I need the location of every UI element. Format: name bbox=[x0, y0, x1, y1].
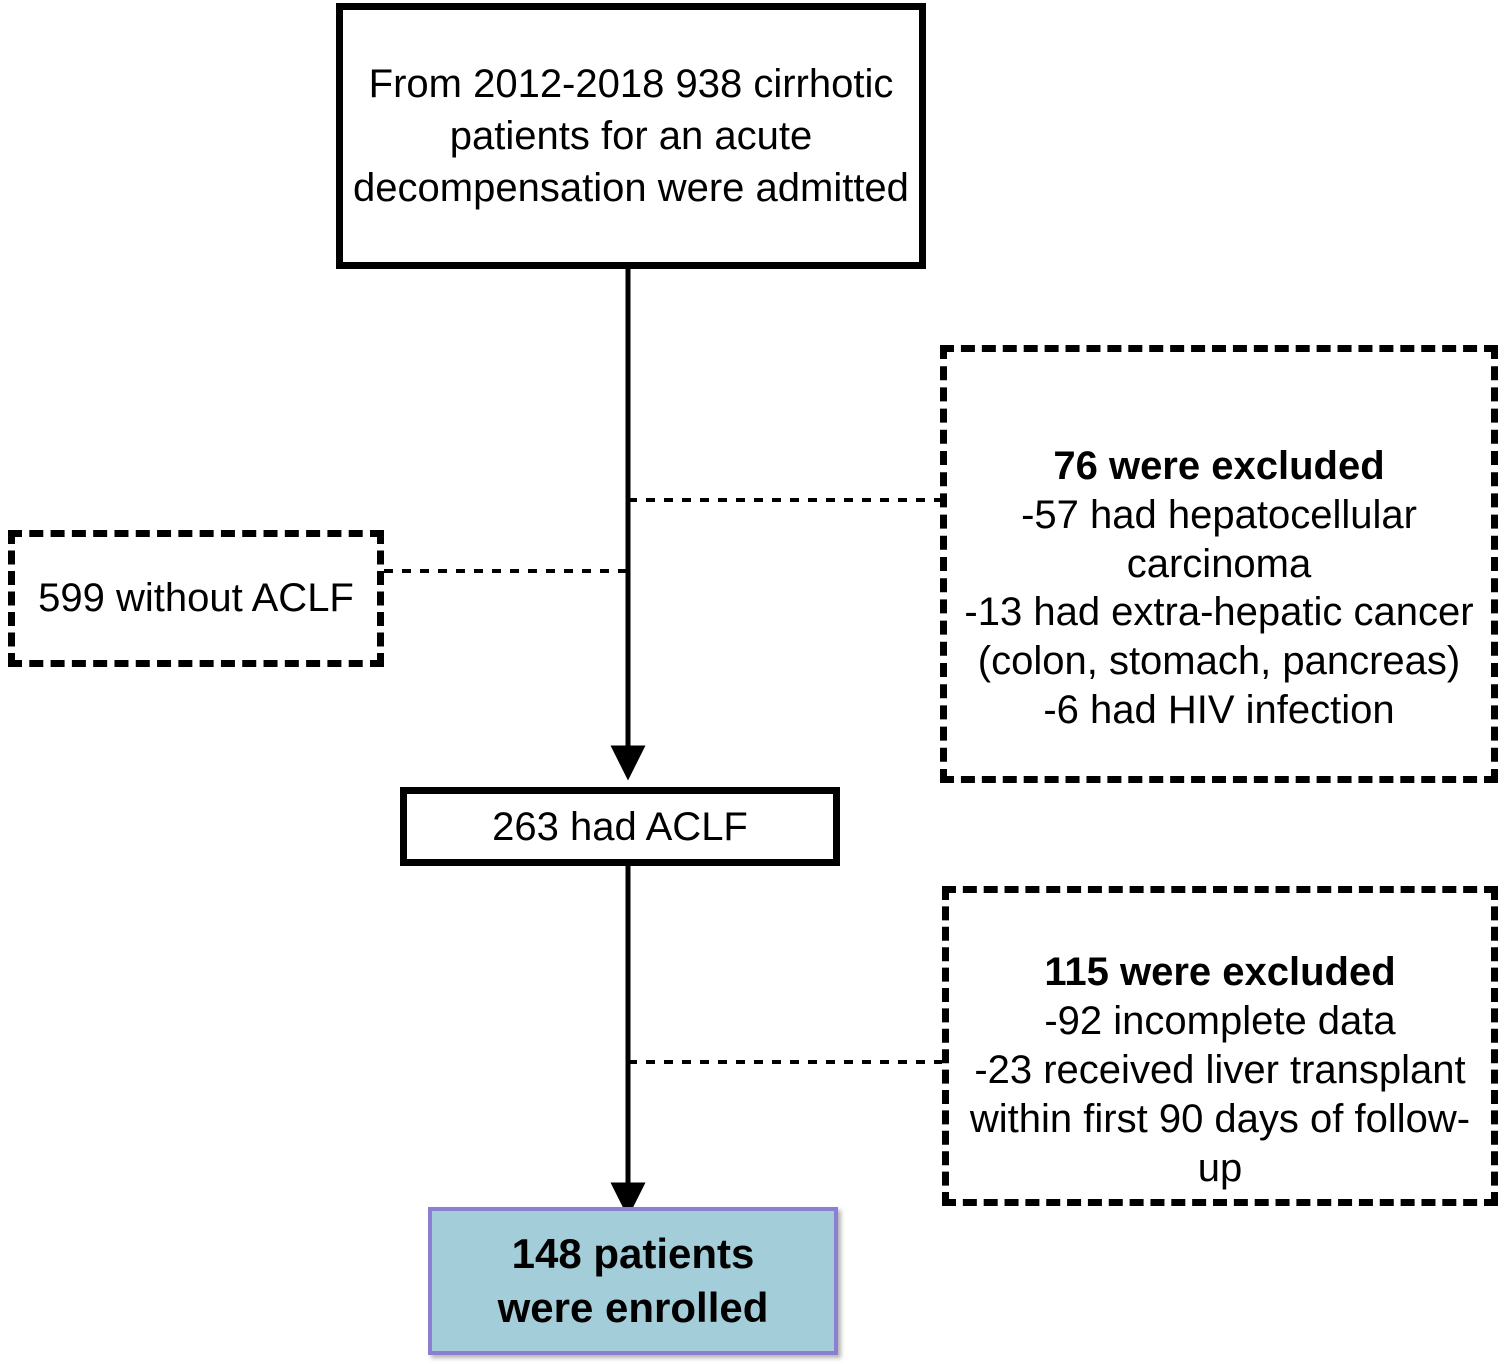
node-without-aclf: 599 without ACLF bbox=[8, 530, 384, 667]
node-had-aclf: 263 had ACLF bbox=[400, 787, 840, 866]
node-had-aclf-label: 263 had ACLF bbox=[492, 804, 748, 849]
node-enrolled-patients: 148 patients were enrolled bbox=[428, 1207, 838, 1355]
node-excluded-first: 76 were excluded-57 had hepatocellular c… bbox=[940, 345, 1498, 783]
node-excluded-first-content: 76 were excluded-57 had hepatocellular c… bbox=[957, 393, 1481, 735]
node-without-aclf-label: 599 without ACLF bbox=[38, 575, 354, 620]
node-excluded-second: 115 were excluded-92 incomplete data -23… bbox=[942, 886, 1498, 1206]
node-excluded-first-header: 76 were excluded bbox=[1053, 444, 1385, 488]
node-admitted-patients-label: From 2012-2018 938 cirrhotic patients fo… bbox=[353, 62, 909, 210]
node-excluded-second-content: 115 were excluded-92 incomplete data -23… bbox=[957, 900, 1483, 1193]
node-enrolled-patients-label: 148 patients were enrolled bbox=[497, 1230, 769, 1331]
node-excluded-second-header: 115 were excluded bbox=[1044, 950, 1396, 995]
node-admitted-patients: From 2012-2018 938 cirrhotic patients fo… bbox=[336, 3, 926, 269]
node-excluded-first-body: -57 had hepatocellular carcinoma -13 had… bbox=[964, 492, 1474, 732]
node-excluded-second-body: -92 incomplete data -23 received liver t… bbox=[969, 999, 1471, 1190]
